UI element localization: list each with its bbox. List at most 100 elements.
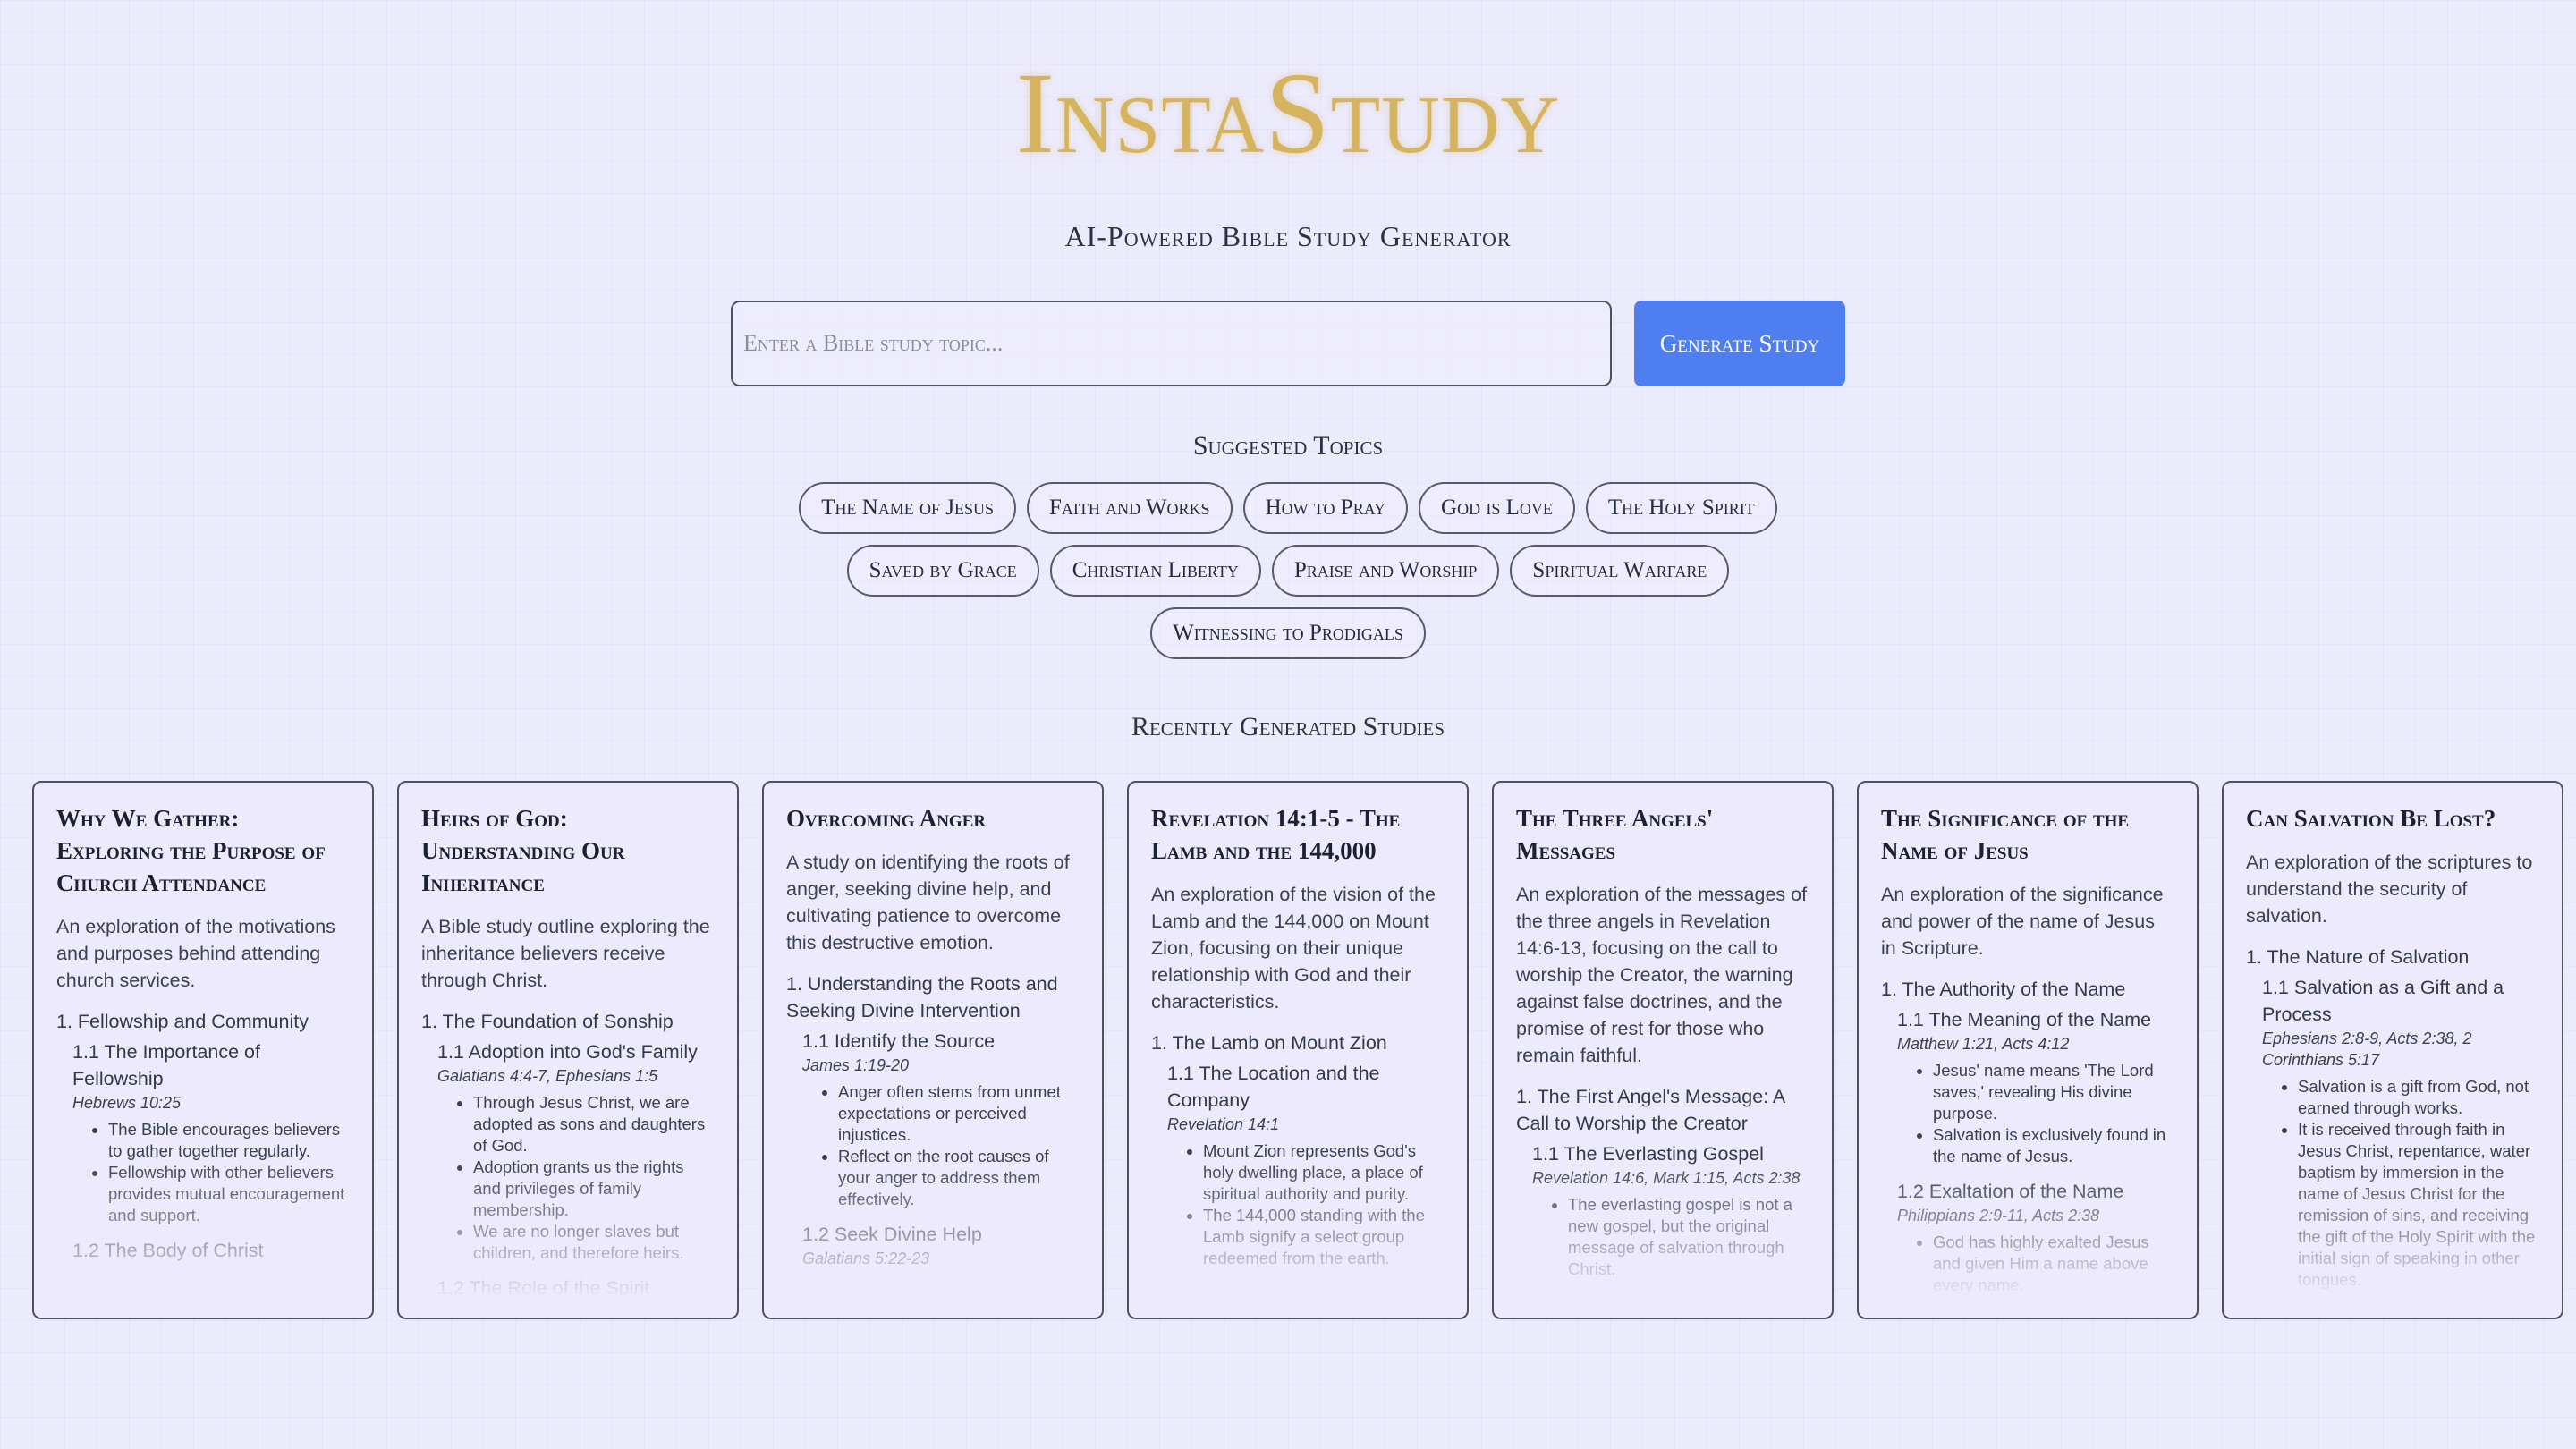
subsection-heading: 1.2 Seek Divine Help (802, 1224, 982, 1245)
subsection-heading: 1.1 The Location and the Company (1167, 1063, 1380, 1111)
topic-pill[interactable]: Witnessing to Prodigals (1150, 607, 1426, 659)
bullet-list: God has highly exalted Jesus and given H… (1897, 1232, 2174, 1296)
recent-studies-heading: Recently Generated Studies (1131, 712, 1445, 741)
section-heading: 1. Fellowship and Community (56, 1011, 309, 1032)
bullet-point: Reflect on the root causes of your anger… (838, 1146, 1080, 1210)
bullet-list: The Bible encourages believers to gather… (72, 1119, 350, 1226)
study-title: Heirs of God: Understanding Our Inherita… (421, 805, 625, 896)
subsection-heading: 1.1 Salvation as a Gift and a Process (2262, 977, 2504, 1025)
study-card[interactable]: Why We Gather: Exploring the Purpose of … (32, 781, 374, 1319)
topic-pill[interactable]: Saved by Grace (846, 545, 1039, 597)
suggested-topics-heading: Suggested Topics (1192, 431, 1384, 461)
bullet-point: Salvation is a gift from God, not earned… (2298, 1076, 2539, 1119)
topic-input[interactable] (731, 301, 1612, 386)
bullet-list: Salvation is a gift from God, not earned… (2262, 1076, 2539, 1291)
bullet-list: Through Jesus Christ, we are adopted as … (437, 1092, 715, 1264)
study-card[interactable]: Heirs of God: Understanding Our Inherita… (397, 781, 739, 1319)
topic-pill[interactable]: God is Love (1419, 482, 1575, 534)
study-title: Can Salvation Be Lost? (2246, 805, 2496, 832)
study-description: An exploration of the vision of the Lamb… (1151, 884, 1436, 1013)
subsection-heading: 1.2 Exaltation of the Name (1897, 1181, 2124, 1202)
study-description: An exploration of the significance and p… (1881, 884, 2164, 959)
subsection-heading: 1.1 The Everlasting Gospel (1532, 1143, 1764, 1165)
scripture-references: Matthew 1:21, Acts 4:12 (1897, 1035, 2070, 1053)
topic-pill[interactable]: The Holy Spirit (1585, 482, 1777, 534)
subsection-heading: 1.1 The Meaning of the Name (1897, 1009, 2152, 1030)
section-heading: 1. Understanding the Roots and Seeking D… (786, 973, 1058, 1021)
bullet-list: The everlasting gospel is not a new gosp… (1532, 1194, 1809, 1280)
topic-pill[interactable]: Praise and Worship (1271, 545, 1500, 597)
study-card[interactable]: Can Salvation Be Lost? An exploration of … (2222, 781, 2563, 1319)
scripture-references: Galatians 5:22-23 (802, 1250, 930, 1267)
study-description: A study on identifying the roots of ange… (786, 852, 1070, 953)
topic-pill[interactable]: How to Pray (1242, 482, 1409, 534)
scripture-references: James 1:19-20 (802, 1056, 910, 1074)
scripture-references: Hebrews 10:25 (72, 1094, 182, 1112)
study-card-content: Can Salvation Be Lost? An exploration of … (2246, 802, 2539, 1300)
study-card-content: The Significance of the Name of Jesus An … (1881, 802, 2174, 1300)
subsection-heading: 1.2 The Role of the Spirit (437, 1277, 650, 1299)
section-heading: 1. The Foundation of Sonship (421, 1011, 674, 1032)
topic-pill[interactable]: Christian Liberty (1049, 545, 1261, 597)
bullet-point: Salvation is exclusively found in the na… (1933, 1124, 2174, 1167)
section-heading: 1. The First Angel's Message: A Call to … (1516, 1086, 1785, 1134)
bullet-point: Jesus' name means 'The Lord saves,' reve… (1933, 1060, 2174, 1124)
topic-pill[interactable]: Spiritual Warfare (1510, 545, 1730, 597)
scripture-references: Revelation 14:6, Mark 1:15, Acts 2:38 (1532, 1169, 1801, 1187)
bullet-list: Anger often stems from unmet expectation… (802, 1081, 1080, 1210)
study-title: Revelation 14:1-5 - The Lamb and the 144… (1151, 805, 1401, 864)
section-heading: 1. The Authority of the Name (1881, 979, 2126, 1000)
section-heading: 1. The Nature of Salvation (2246, 946, 2470, 968)
recent-studies-list: Why We Gather: Exploring the Purpose of … (32, 781, 2563, 1319)
bullet-point: We are no longer slaves but children, an… (473, 1221, 715, 1264)
subsection-heading: 1.1 Adoption into God's Family (437, 1041, 698, 1063)
generate-study-button[interactable]: Generate Study (1634, 301, 1845, 386)
bullet-point: God has highly exalted Jesus and given H… (1933, 1232, 2174, 1296)
subsection-heading: 1.1 The Importance of Fellowship (72, 1041, 260, 1089)
bullet-point: The Bible encourages believers to gather… (108, 1119, 350, 1162)
bullet-point: Anger often stems from unmet expectation… (838, 1081, 1080, 1146)
study-card-content: Revelation 14:1-5 - The Lamb and the 144… (1151, 802, 1445, 1300)
study-description: An exploration of the motivations and pu… (56, 916, 335, 991)
study-title: Overcoming Anger (786, 805, 987, 832)
study-card[interactable]: Revelation 14:1-5 - The Lamb and the 144… (1127, 781, 1469, 1319)
study-card[interactable]: The Significance of the Name of Jesus An … (1857, 781, 2199, 1319)
study-card-content: Why We Gather: Exploring the Purpose of … (56, 802, 350, 1300)
study-description: A Bible study outline exploring the inhe… (421, 916, 710, 991)
app-subtitle: AI-Powered Bible Study Generator (1064, 220, 1512, 252)
scripture-references: Philippians 2:9-11, Acts 2:38 (1897, 1207, 2100, 1224)
section-heading: 1. The Lamb on Mount Zion (1151, 1032, 1387, 1054)
study-card-content: Heirs of God: Understanding Our Inherita… (421, 802, 715, 1300)
bullet-list: Jesus' name means 'The Lord saves,' reve… (1897, 1060, 2174, 1167)
study-title: The Significance of the Name of Jesus (1881, 805, 2130, 864)
bullet-point: The everlasting gospel is not a new gosp… (1568, 1194, 1809, 1280)
topic-pill[interactable]: Faith and Works (1027, 482, 1233, 534)
scripture-references: Ephesians 2:8-9, Acts 2:38, 2 Corinthian… (2262, 1030, 2472, 1069)
topic-pill[interactable]: The Name of Jesus (799, 482, 1017, 534)
scripture-references: Galatians 4:4-7, Ephesians 1:5 (437, 1067, 658, 1085)
study-description: An exploration of the scriptures to unde… (2246, 852, 2533, 927)
subsection-heading: 1.2 The Body of Christ (72, 1240, 264, 1261)
bullet-point: Through Jesus Christ, we are adopted as … (473, 1092, 715, 1157)
app-logo: InstaStudy (1015, 49, 1561, 178)
bullet-point: Adoption grants us the rights and privil… (473, 1157, 715, 1221)
bullet-point: Mount Zion represents God's holy dwellin… (1203, 1140, 1445, 1205)
study-card-content: Overcoming Anger A study on identifying t… (786, 802, 1080, 1300)
bullet-point: The 144,000 standing with the Lamb signi… (1203, 1205, 1445, 1269)
study-title: Why We Gather: Exploring the Purpose of … (56, 805, 326, 896)
subsection: 1.2 The Body of Christ (72, 1237, 350, 1264)
study-card[interactable]: Overcoming Anger A study on identifying t… (762, 781, 1104, 1319)
study-title: The Three Angels' Messages (1516, 805, 1714, 864)
subsection-heading: 1.1 Identify the Source (802, 1030, 996, 1052)
